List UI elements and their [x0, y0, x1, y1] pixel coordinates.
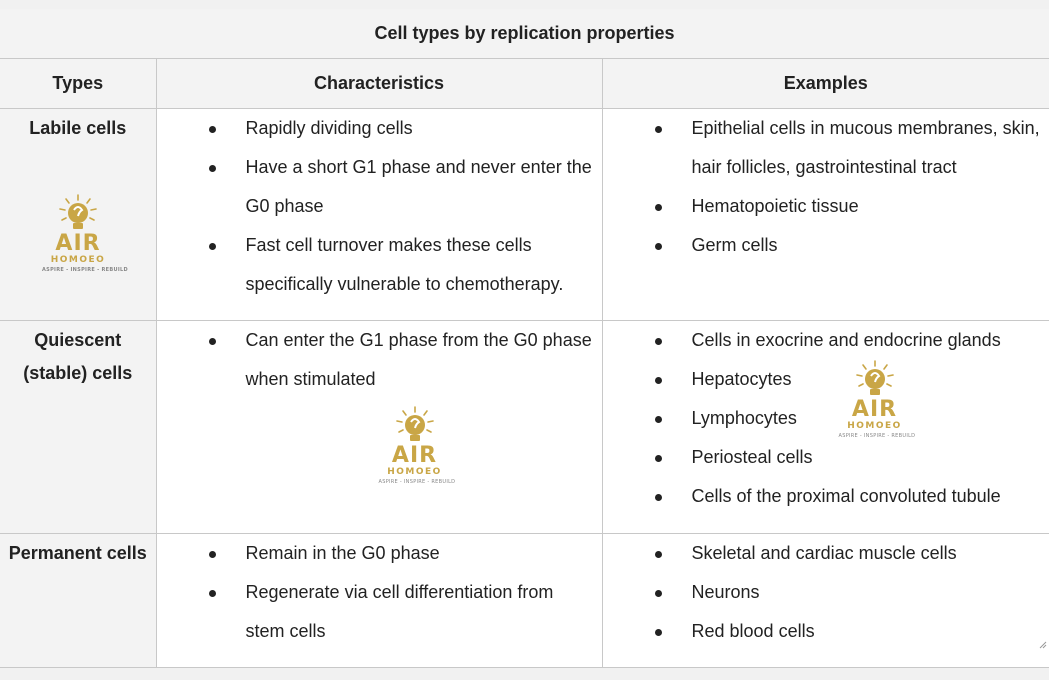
list-item: Fast cell turnover makes these cells [157, 226, 602, 265]
logo-brand: AIR [391, 443, 438, 468]
list-item-continuation: stem cells [157, 612, 602, 651]
list-item-continuation: when stimulated [157, 360, 602, 399]
list-item-text: stem cells [245, 621, 326, 641]
air-homoeo-logo: AIR HOMOEO ASPIRE - INSPIRE - REBUILD [378, 405, 456, 486]
header-types: Types [0, 58, 157, 109]
characteristics-cell-permanent: Remain in the G0 phase Regenerate via ce… [155, 533, 603, 668]
list-item-continuation: hair follicles, gastrointestinal tract [603, 148, 1049, 187]
type-cell-quiescent: Quiescent (stable) cells [0, 320, 157, 534]
examples-cell-permanent: Skeletal and cardiac muscle cells Neuron… [601, 533, 1049, 668]
list-item: Skeletal and cardiac muscle cells [603, 534, 1049, 573]
characteristics-cell-quiescent: Can enter the G1 phase from the G0 phase… [155, 320, 603, 534]
logo-tagline: ASPIRE - INSPIRE - REBUILD [42, 267, 128, 273]
list-item-continuation: specifically vulnerable to chemotherapy. [157, 265, 602, 304]
list-item: Regenerate via cell differentiation from [157, 573, 602, 612]
list-item-text: hair follicles, gastrointestinal tract [691, 157, 957, 177]
air-homoeo-logo: AIR HOMOEO ASPIRE - INSPIRE - REBUILD [838, 359, 916, 440]
logo-tagline: ASPIRE - INSPIRE - REBUILD [838, 433, 916, 439]
header-examples: Examples [601, 58, 1049, 109]
list-item: Can enter the G1 phase from the G0 phase [157, 321, 602, 360]
table-row-permanent: Permanent cells Remain in the G0 phase R… [0, 533, 1049, 668]
air-homoeo-logo: AIR HOMOEO ASPIRE - INSPIRE - REBUILD [42, 193, 128, 274]
table-row-quiescent: Quiescent (stable) cells Can enter the G… [0, 320, 1049, 534]
list-item: Cells of the proximal convoluted tubule [603, 477, 1049, 516]
list-item: Epithelial cells in mucous membranes, sk… [603, 109, 1049, 148]
logo-sub: HOMOEO [387, 467, 442, 477]
table-row-labile: Labile cells AIR [0, 108, 1049, 321]
type-label-line2: (stable) cells [23, 363, 133, 383]
lightbulb-icon [59, 194, 97, 229]
list-item-text: when stimulated [245, 369, 376, 389]
list-item-text: G0 phase [245, 196, 324, 216]
list-item: Hematopoietic tissue [603, 187, 1049, 226]
list-item: Rapidly dividing cells [157, 109, 602, 148]
type-cell-labile: Labile cells AIR [0, 108, 157, 321]
list-item: Cells in exocrine and endocrine glands [603, 321, 1049, 360]
type-cell-permanent: Permanent cells [0, 533, 157, 668]
logo-sub: HOMOEO [847, 421, 902, 431]
logo-brand: AIR [55, 231, 101, 256]
list-item: Periosteal cells [603, 438, 1049, 477]
list-item: Hepatocytes [603, 360, 1049, 399]
type-label: Labile cells [29, 118, 127, 138]
examples-cell-labile: Epithelial cells in mucous membranes, sk… [601, 108, 1049, 321]
logo-brand: AIR [851, 397, 898, 422]
table-caption: Cell types by replication properties [0, 9, 1049, 59]
type-label: Permanent cells [8, 543, 147, 563]
type-label-line1: Quiescent [34, 330, 122, 350]
header-characteristics: Characteristics [155, 58, 603, 109]
list-item: Remain in the G0 phase [157, 534, 602, 573]
logo-sub: HOMOEO [50, 255, 106, 265]
lightbulb-icon [855, 360, 894, 395]
list-item: Lymphocytes [603, 399, 1049, 438]
list-item: Germ cells [603, 226, 1049, 265]
examples-cell-quiescent: Cells in exocrine and endocrine glands H… [601, 320, 1049, 534]
list-item: Red blood cells [603, 612, 1049, 651]
list-item-text: specifically vulnerable to chemotherapy. [245, 274, 564, 294]
characteristics-cell-labile: Rapidly dividing cells Have a short G1 p… [155, 108, 603, 321]
list-item: Neurons [603, 573, 1049, 612]
cell-types-table: Cell types by replication properties Typ… [0, 9, 1049, 668]
lightbulb-icon [395, 406, 434, 441]
list-item: Have a short G1 phase and never enter th… [157, 148, 602, 187]
cell-types-table-container: Cell types by replication properties Typ… [0, 9, 1049, 668]
logo-tagline: ASPIRE - INSPIRE - REBUILD [378, 479, 456, 485]
list-item-continuation: G0 phase [157, 187, 602, 226]
resize-grip-icon[interactable] [1039, 641, 1047, 649]
